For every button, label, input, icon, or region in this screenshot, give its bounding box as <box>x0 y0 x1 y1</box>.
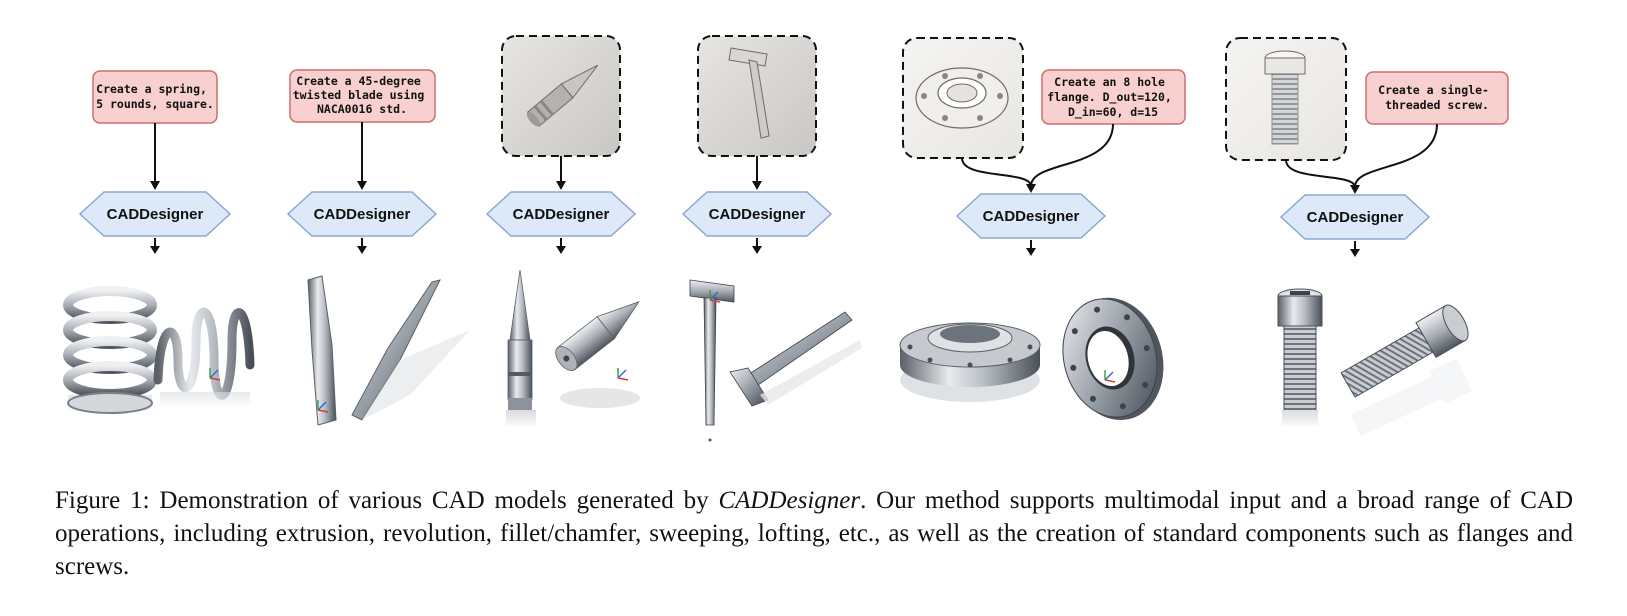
figure-1-diagram: Create a spring, 5 rounds, square. CADDe… <box>63 35 1509 442</box>
example-screw: Create a single- threaded screw. CADDesi… <box>1225 37 1509 437</box>
prompt-line: Create a spring, <box>96 82 207 96</box>
caption-text-post: . Our method supports multimodal input a… <box>55 487 1574 580</box>
hammer-model-render <box>689 279 862 442</box>
svg-text:CADDesigner: CADDesigner <box>513 206 610 223</box>
prompt-line: D_in=60, d=15 <box>1068 105 1158 120</box>
example-spring: Create a spring, 5 rounds, square. CADDe… <box>63 70 255 414</box>
input-sketch-screw <box>1225 37 1347 161</box>
caption-text-pre: Demonstration of various CAD models gene… <box>159 487 709 514</box>
input-sketch-bullet <box>501 35 621 157</box>
flange-model-render <box>899 297 1164 421</box>
example-blade: Create a 45-degree twisted blade using N… <box>286 69 470 426</box>
example-hammer: CADDesigner <box>681 35 862 442</box>
caddesigner-node: CADDesigner <box>485 191 637 237</box>
svg-text:Create a 45-degree twi: Create a 45-degree twisted blade using N… <box>293 74 432 116</box>
caddesigner-node: CADDesigner <box>955 193 1107 239</box>
prompt-box-spring: Create a spring, 5 rounds, square. <box>92 70 218 124</box>
input-sketch-flange <box>902 37 1024 159</box>
svg-text:CADDesigner: CADDesigner <box>107 206 204 223</box>
prompt-line: 5 rounds, square. <box>96 97 214 111</box>
example-flange: Create an 8 hole flange. D_out=120, D_in… <box>899 37 1186 421</box>
prompt-box-blade: Create a 45-degree twisted blade using N… <box>289 69 436 123</box>
caddesigner-node: CADDesigner <box>1279 194 1431 240</box>
spring-model-render <box>63 286 255 414</box>
example-bullet: CADDesigner <box>485 35 640 428</box>
svg-text:Create a single- threa: Create a single- threaded screw. <box>1378 83 1496 112</box>
svg-text:Create a spring, 5 rou: Create a spring, 5 rounds, square. <box>96 82 214 111</box>
prompt-line: Create an 8 hole <box>1054 75 1165 89</box>
figure-caption: Figure 1: Demonstration of various CAD m… <box>55 484 1573 583</box>
prompt-line: flange. D_out=120, <box>1047 90 1172 105</box>
bullet-model-render <box>506 269 640 428</box>
prompt-line: twisted blade using <box>293 88 425 102</box>
svg-text:CADDesigner: CADDesigner <box>314 206 411 223</box>
method-name: CADDesigner <box>718 487 861 514</box>
caddesigner-node: CADDesigner <box>286 191 438 237</box>
input-sketch-hammer <box>697 35 817 157</box>
caddesigner-node: CADDesigner <box>78 191 232 237</box>
prompt-box-flange: Create an 8 hole flange. D_out=120, D_in… <box>1041 69 1186 125</box>
screw-model-render <box>1277 288 1472 437</box>
caption-label: Figure 1: <box>55 487 150 514</box>
svg-text:CADDesigner: CADDesigner <box>983 208 1080 225</box>
caddesigner-node: CADDesigner <box>681 191 833 237</box>
prompt-line: Create a 45-degree <box>296 74 421 88</box>
prompt-line: NACA0016 std. <box>317 102 407 116</box>
svg-text:CADDesigner: CADDesigner <box>709 206 806 223</box>
prompt-line: threaded screw. <box>1385 98 1489 112</box>
prompt-line: Create a single- <box>1378 83 1489 97</box>
prompt-box-screw: Create a single- threaded screw. <box>1365 71 1509 125</box>
svg-text:CADDesigner: CADDesigner <box>1307 209 1404 226</box>
blade-model-render <box>307 275 470 426</box>
svg-text:Create an 8 hole flang: Create an 8 hole flange. D_out=120, D_in… <box>1047 75 1179 120</box>
